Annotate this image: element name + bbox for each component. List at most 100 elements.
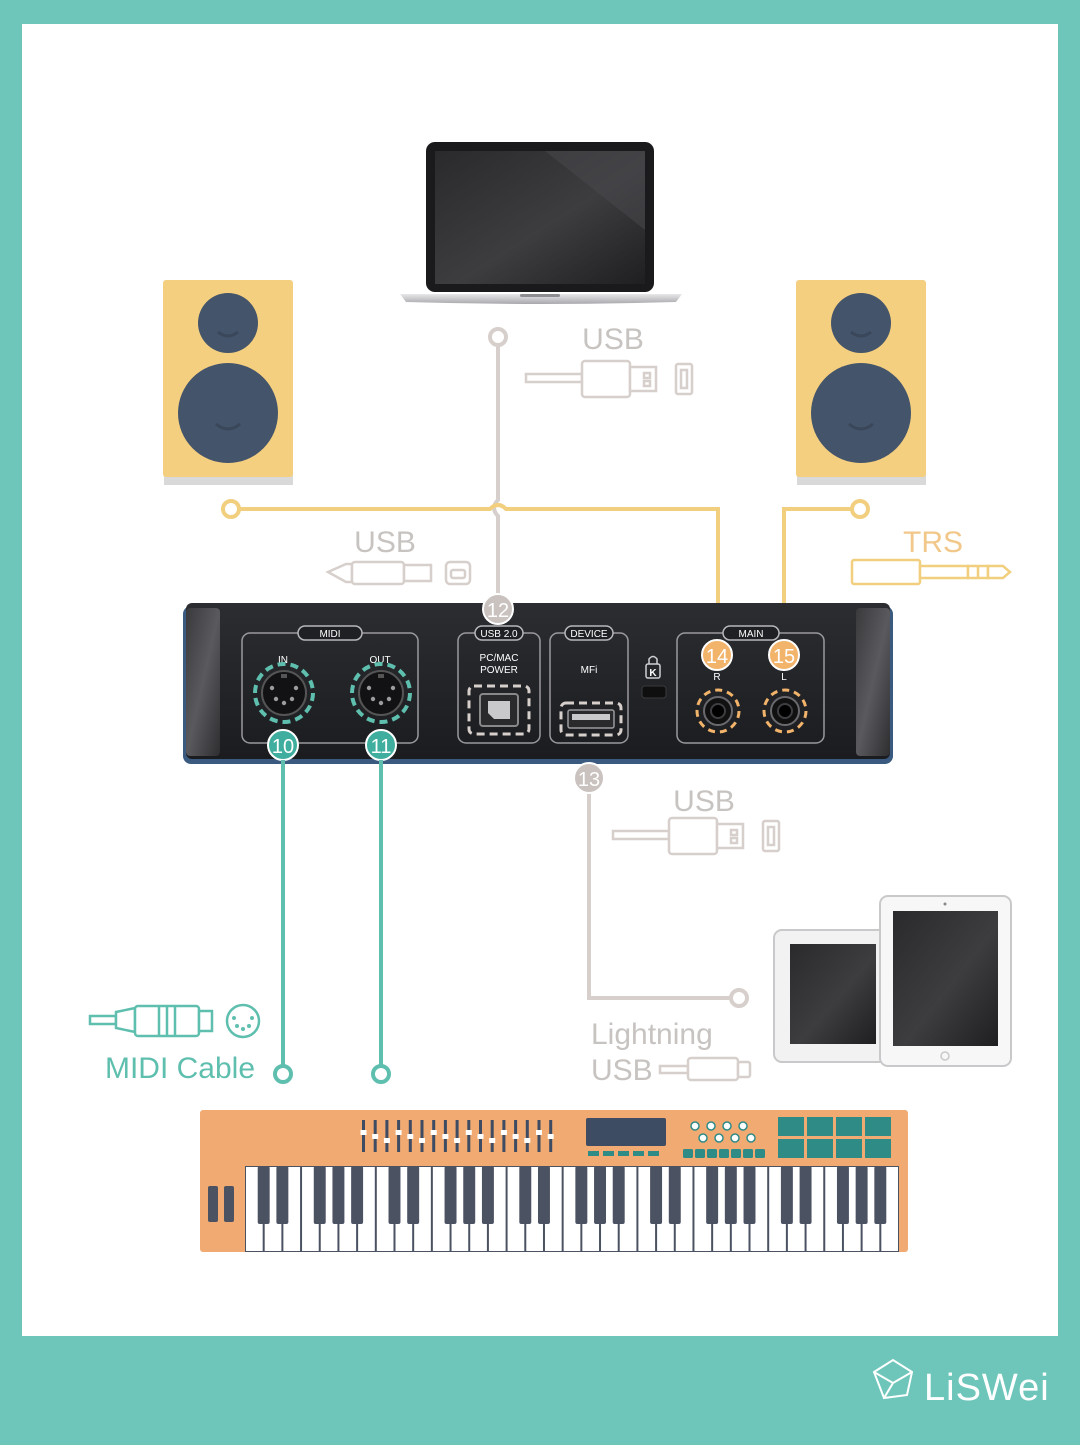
lightning-label: Lightning: [591, 1018, 713, 1051]
black-key: [481, 1166, 494, 1224]
right-speaker-icon: [796, 280, 926, 485]
knob: [722, 1121, 732, 1131]
black-key: [388, 1166, 401, 1224]
knob: [698, 1133, 708, 1143]
fader-cap: [524, 1138, 531, 1143]
svg-text:12: 12: [487, 600, 509, 622]
fader-cap: [477, 1134, 484, 1139]
badge-13: 13: [573, 762, 605, 794]
usb-lightning-label: USB: [591, 1054, 653, 1087]
midi-in-label: IN: [278, 655, 288, 666]
fader-cap: [407, 1134, 414, 1139]
transport-button: [683, 1149, 693, 1158]
black-key: [650, 1166, 663, 1224]
display-button: [633, 1151, 644, 1156]
black-key: [874, 1166, 887, 1224]
trs-label: TRS: [903, 526, 963, 559]
usb-a-port[interactable]: [559, 701, 623, 737]
drum-pad: [865, 1117, 891, 1136]
knob-grid: [690, 1121, 756, 1143]
transport-button: [695, 1149, 705, 1158]
drum-pad: [807, 1139, 833, 1158]
badge-15: 15: [768, 639, 800, 671]
fader: [537, 1120, 541, 1152]
fader-cap: [442, 1134, 449, 1139]
fader-cap: [383, 1138, 390, 1143]
black-key: [537, 1166, 550, 1224]
transport-button: [743, 1149, 753, 1158]
fader: [420, 1120, 424, 1152]
drum-pad: [807, 1117, 833, 1136]
midi-out-port[interactable]: [350, 662, 412, 724]
black-key: [519, 1166, 532, 1224]
display-button: [588, 1151, 599, 1156]
tablet-large-icon: [879, 895, 1012, 1067]
midi-keyboard-icon: [200, 1110, 908, 1252]
brand-logo-icon: [872, 1358, 914, 1400]
black-key: [855, 1166, 868, 1224]
svg-text:10: 10: [272, 736, 294, 758]
transport-buttons: [683, 1149, 765, 1158]
fader-cap: [395, 1130, 402, 1135]
usb-plug-top-icon: [524, 359, 694, 399]
svg-text:15: 15: [773, 646, 795, 668]
usb-b-port[interactable]: [467, 684, 531, 736]
badge-11: 11: [365, 729, 397, 761]
left-speaker-icon: [163, 280, 293, 485]
fader-cap: [547, 1134, 554, 1139]
svg-text:14: 14: [706, 646, 728, 668]
main-l-jack[interactable]: [762, 688, 808, 734]
mfi-label: MFi: [581, 665, 598, 676]
badge-14: 14: [701, 639, 733, 671]
black-key: [799, 1166, 812, 1224]
tablet-small-icon: [773, 929, 890, 1063]
power-label: POWER: [480, 665, 518, 676]
fader: [502, 1120, 506, 1152]
knob: [690, 1121, 700, 1131]
fader-row: [360, 1120, 554, 1152]
black-key: [724, 1166, 737, 1224]
display-button: [603, 1151, 614, 1156]
left-channel-label: L: [781, 672, 787, 683]
fader: [525, 1120, 529, 1152]
drum-pad: [778, 1117, 804, 1136]
black-key: [463, 1166, 476, 1224]
black-key: [313, 1166, 326, 1224]
black-key: [276, 1166, 289, 1224]
fader-cap: [500, 1130, 507, 1135]
black-key: [444, 1166, 457, 1224]
black-key: [332, 1166, 345, 1224]
transport-button: [707, 1149, 717, 1158]
midi-cable-label: MIDI Cable: [105, 1052, 255, 1085]
fader: [490, 1120, 494, 1152]
black-key: [257, 1166, 270, 1224]
black-key: [668, 1166, 681, 1224]
fader-cap: [512, 1134, 519, 1139]
midi-section-label: MIDI: [319, 629, 340, 640]
fader: [385, 1120, 389, 1152]
fader: [467, 1120, 471, 1152]
svg-text:K: K: [649, 668, 657, 679]
usb20-label: USB 2.0: [480, 629, 518, 640]
transport-button: [731, 1149, 741, 1158]
usb-left-label: USB: [354, 526, 416, 559]
midi-in-port[interactable]: [253, 662, 315, 724]
display-buttons: [588, 1151, 659, 1156]
black-key: [780, 1166, 793, 1224]
midi-lines: [273, 760, 391, 1084]
display-button: [618, 1151, 629, 1156]
black-key: [612, 1166, 625, 1224]
usb-plug-left-icon: [325, 560, 472, 586]
fader-cap: [419, 1138, 425, 1143]
main-r-jack[interactable]: [695, 688, 741, 734]
fader: [432, 1120, 436, 1152]
knob: [746, 1133, 756, 1143]
transport-button: [719, 1149, 729, 1158]
fader-cap: [430, 1130, 437, 1135]
svg-text:13: 13: [578, 769, 600, 791]
transport-button: [755, 1149, 765, 1158]
main-label: MAIN: [739, 629, 764, 640]
usb-lower-label: USB: [673, 785, 735, 818]
knob: [738, 1121, 748, 1131]
